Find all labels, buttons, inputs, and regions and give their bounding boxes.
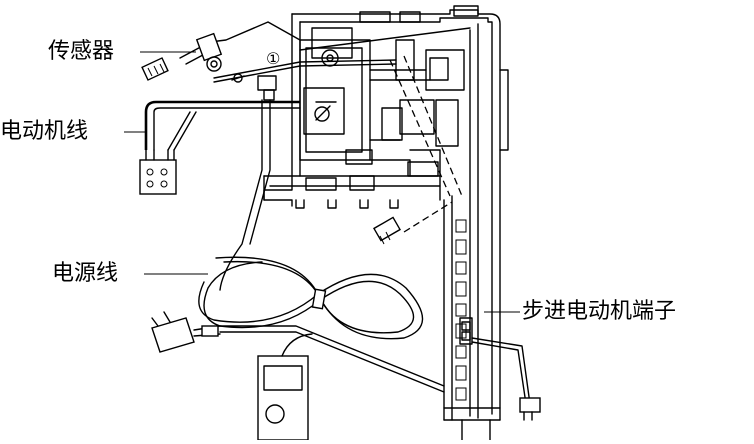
label-motor-wire: 电动机线	[0, 119, 89, 144]
label-stepper-terminal: 步进电动机端子	[522, 299, 677, 324]
circled-one-text: ①	[266, 49, 280, 68]
appliance-housing	[263, 5, 509, 441]
leader-lines	[124, 51, 520, 313]
hidden-wire-dashed	[389, 59, 451, 197]
stepper-leads	[471, 337, 541, 421]
power-cord	[151, 99, 445, 393]
marker-one: ①	[231, 49, 280, 101]
sensor	[141, 21, 301, 81]
remote-control	[257, 333, 313, 441]
label-power-cord: 电源线	[52, 261, 119, 286]
label-sensor: 传感器	[48, 39, 115, 64]
motor-wire	[139, 27, 471, 195]
connector-plug	[373, 216, 401, 245]
